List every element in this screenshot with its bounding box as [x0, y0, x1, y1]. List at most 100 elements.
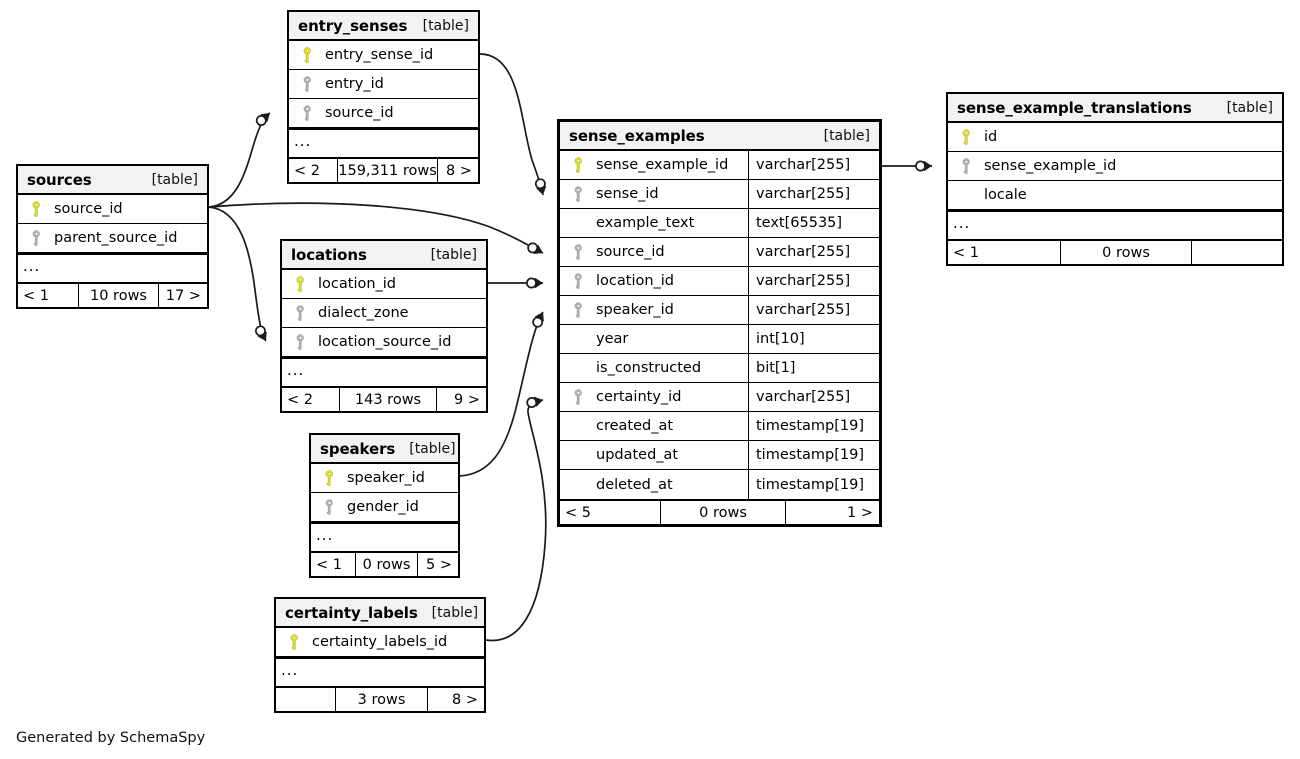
footer-prev-tables[interactable]: < 1	[953, 244, 979, 261]
column-name-cell: location_id	[560, 267, 748, 295]
cardinality-zero-or-marker	[526, 277, 537, 289]
table-certainty_labels[interactable]: certainty_labels[table]certainty_labels_…	[274, 597, 486, 713]
footer-next-tables[interactable]: 8 >	[427, 688, 484, 711]
column-name-cell: source_id	[560, 238, 748, 266]
column-row[interactable]: sense_example_id	[948, 152, 1282, 181]
column-name-cell: deleted_at	[560, 470, 748, 499]
table-entry_senses[interactable]: entry_senses [table] entry_sense_id entry_i…	[287, 10, 480, 184]
column-row[interactable]: entry_sense_id	[289, 41, 478, 70]
footer-row-count: 3 rows	[335, 688, 427, 711]
footer-next-tables[interactable]	[1191, 241, 1282, 264]
ellipsis-label: ...	[23, 257, 41, 275]
column-row[interactable]: dialect_zone	[282, 299, 486, 328]
more-columns-indicator: ...	[282, 357, 486, 386]
column-name-cell: locale	[948, 181, 1282, 209]
more-columns-indicator: ...	[289, 128, 478, 157]
column-label: created_at	[596, 418, 674, 434]
column-label: id	[984, 129, 998, 145]
column-row[interactable]: parent_source_id	[18, 224, 207, 253]
table-header-locations: locations[table]	[282, 241, 486, 270]
column-row[interactable]: location_id	[282, 270, 486, 299]
column-label: entry_id	[325, 76, 384, 92]
cardinality-zero-or-marker	[526, 397, 538, 408]
footer-prev-tables[interactable]	[276, 688, 335, 711]
footer-next-tables[interactable]: 9 >	[436, 388, 486, 411]
footer-row-count: 10 rows	[78, 284, 158, 307]
table-type-label: [table]	[422, 17, 469, 34]
footer-prev-tables[interactable]: < 2	[287, 391, 313, 408]
column-row[interactable]: source_id	[289, 99, 478, 128]
column-list: certainty_labels_id...	[276, 628, 484, 686]
more-columns-indicator: ...	[311, 522, 458, 551]
column-row[interactable]: certainty_labels_id	[276, 628, 484, 657]
column-row[interactable]: entry_id	[289, 70, 478, 99]
column-row[interactable]: id	[948, 123, 1282, 152]
column-name-cell: example_text	[560, 209, 748, 237]
column-type-cell: varchar[255]	[748, 238, 879, 266]
column-row[interactable]: source_id varchar[255]	[560, 238, 879, 267]
column-name-cell: source_id	[289, 99, 478, 127]
footer-prev-tables[interactable]: < 1	[316, 556, 342, 573]
column-row[interactable]: updated_at timestamp[19]	[560, 441, 879, 470]
column-label: source_id	[596, 244, 665, 260]
footer-next-tables[interactable]: 1 >	[785, 501, 879, 524]
table-name: entry_senses	[298, 16, 408, 35]
footer-prev-tables[interactable]: < 1	[23, 287, 49, 304]
column-type-cell: text[65535]	[748, 209, 879, 237]
relationship-edge	[485, 396, 547, 642]
generated-by-credit: Generated by SchemaSpy	[16, 730, 206, 746]
column-type-cell: timestamp[19]	[748, 412, 879, 440]
column-label: gender_id	[347, 499, 419, 515]
foreign-key-icon	[290, 334, 310, 350]
column-row[interactable]: gender_id	[311, 493, 458, 522]
column-name-cell: certainty_id	[560, 383, 748, 411]
footer-next-tables[interactable]: 5 >	[417, 553, 458, 576]
column-label: entry_sense_id	[325, 47, 434, 63]
footer-next-tables[interactable]: 8 >	[437, 159, 478, 182]
column-label: updated_at	[596, 447, 679, 463]
table-header-entry_senses: entry_senses [table]	[289, 12, 478, 41]
column-type-cell: timestamp[19]	[748, 441, 879, 469]
cardinality-many-marker	[260, 113, 270, 123]
column-label: sense_example_id	[596, 157, 729, 173]
column-row[interactable]: locale	[948, 181, 1282, 210]
primary-key-icon	[290, 276, 310, 292]
column-row[interactable]: created_at timestamp[19]	[560, 412, 879, 441]
table-name: sources	[27, 170, 92, 189]
footer-next-tables[interactable]: 17 >	[158, 284, 207, 307]
column-name-cell: location_id	[282, 270, 486, 298]
footer-prev-tables[interactable]: < 5	[565, 504, 591, 521]
relationship-edge	[488, 277, 543, 289]
table-header-sense_example_translations: sense_example_translations[table]	[948, 94, 1282, 123]
cardinality-zero-or-marker	[255, 325, 266, 337]
column-label: sense_id	[596, 186, 659, 202]
cardinality-many-marker	[536, 186, 547, 195]
footer-prev-tables[interactable]: < 2	[294, 162, 320, 179]
column-row[interactable]: speaker_id	[311, 464, 458, 493]
ellipsis-label: ...	[316, 526, 334, 544]
footer-row-count: 159,311 rows	[337, 159, 437, 182]
table-sense_example_translations[interactable]: sense_example_translations[table]id sense…	[946, 92, 1284, 266]
relationship-edge	[882, 160, 932, 172]
column-row[interactable]: source_id	[18, 195, 207, 224]
ellipsis-label: ...	[294, 132, 312, 150]
column-row[interactable]: location_source_id	[282, 328, 486, 357]
